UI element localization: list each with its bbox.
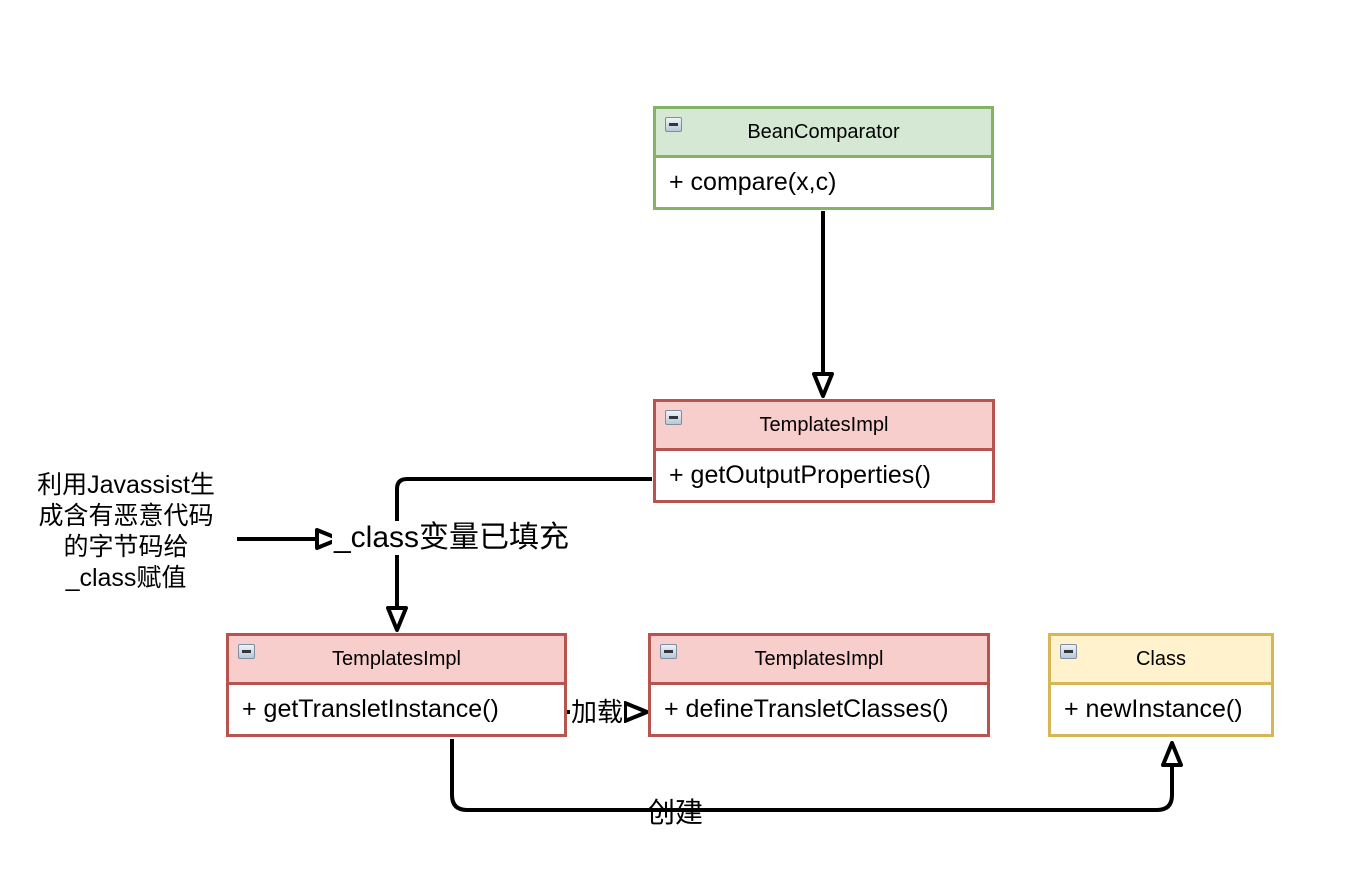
label-create: 创建	[647, 797, 704, 828]
class-method-row: + compare(x,c)	[656, 158, 991, 207]
minus-glyph	[1064, 650, 1073, 653]
label-class-variable-filled: _class变量已填充	[332, 521, 572, 555]
class-box-templatesimpl-gettransletinstance[interactable]: TemplatesImpl + getTransletInstance()	[226, 633, 567, 737]
class-title: TemplatesImpl	[759, 413, 889, 436]
class-method-row: + defineTransletClasses()	[651, 685, 987, 734]
class-title: TemplatesImpl	[332, 647, 461, 670]
class-box-beancomparator[interactable]: BeanComparator + compare(x,c)	[653, 106, 994, 210]
minus-glyph	[664, 650, 673, 653]
class-method-row: + getOutputProperties()	[656, 451, 992, 500]
method-label: + defineTransletClasses()	[664, 695, 949, 723]
class-method-row: + newInstance()	[1051, 685, 1271, 734]
minus-glyph	[669, 416, 678, 419]
label-load: 加载	[570, 697, 625, 727]
class-header: TemplatesImpl	[656, 402, 992, 451]
method-label: + compare(x,c)	[669, 168, 837, 196]
collapse-minus-icon[interactable]	[238, 644, 255, 659]
collapse-minus-icon[interactable]	[660, 644, 677, 659]
collapse-minus-icon[interactable]	[665, 117, 682, 132]
class-header: Class	[1051, 636, 1271, 685]
minus-glyph	[669, 123, 678, 126]
method-label: + getOutputProperties()	[669, 461, 931, 489]
class-header: BeanComparator	[656, 109, 991, 158]
class-box-templatesimpl-definetransletclasses[interactable]: TemplatesImpl + defineTransletClasses()	[648, 633, 990, 737]
class-box-templatesimpl-getoutputproperties[interactable]: TemplatesImpl + getOutputProperties()	[653, 399, 995, 503]
collapse-minus-icon[interactable]	[665, 410, 682, 425]
class-box-class-newinstance[interactable]: Class + newInstance()	[1048, 633, 1274, 737]
collapse-minus-icon[interactable]	[1060, 644, 1077, 659]
method-label: + getTransletInstance()	[242, 695, 499, 723]
minus-glyph	[242, 650, 251, 653]
edge-getoutputproperties-to-gettransletinstance[interactable]	[386, 477, 652, 632]
edge-create[interactable]	[450, 739, 1183, 812]
class-title: BeanComparator	[747, 120, 900, 143]
class-header: TemplatesImpl	[651, 636, 987, 685]
class-title: TemplatesImpl	[754, 647, 884, 670]
class-header: TemplatesImpl	[229, 636, 564, 685]
annotation-javassist-note: 利用Javassist生 成含有恶意代码 的字节码给 _class赋值	[37, 471, 215, 592]
class-title: Class	[1135, 647, 1186, 670]
method-label: + newInstance()	[1064, 695, 1243, 723]
class-method-row: + getTransletInstance()	[229, 685, 564, 734]
